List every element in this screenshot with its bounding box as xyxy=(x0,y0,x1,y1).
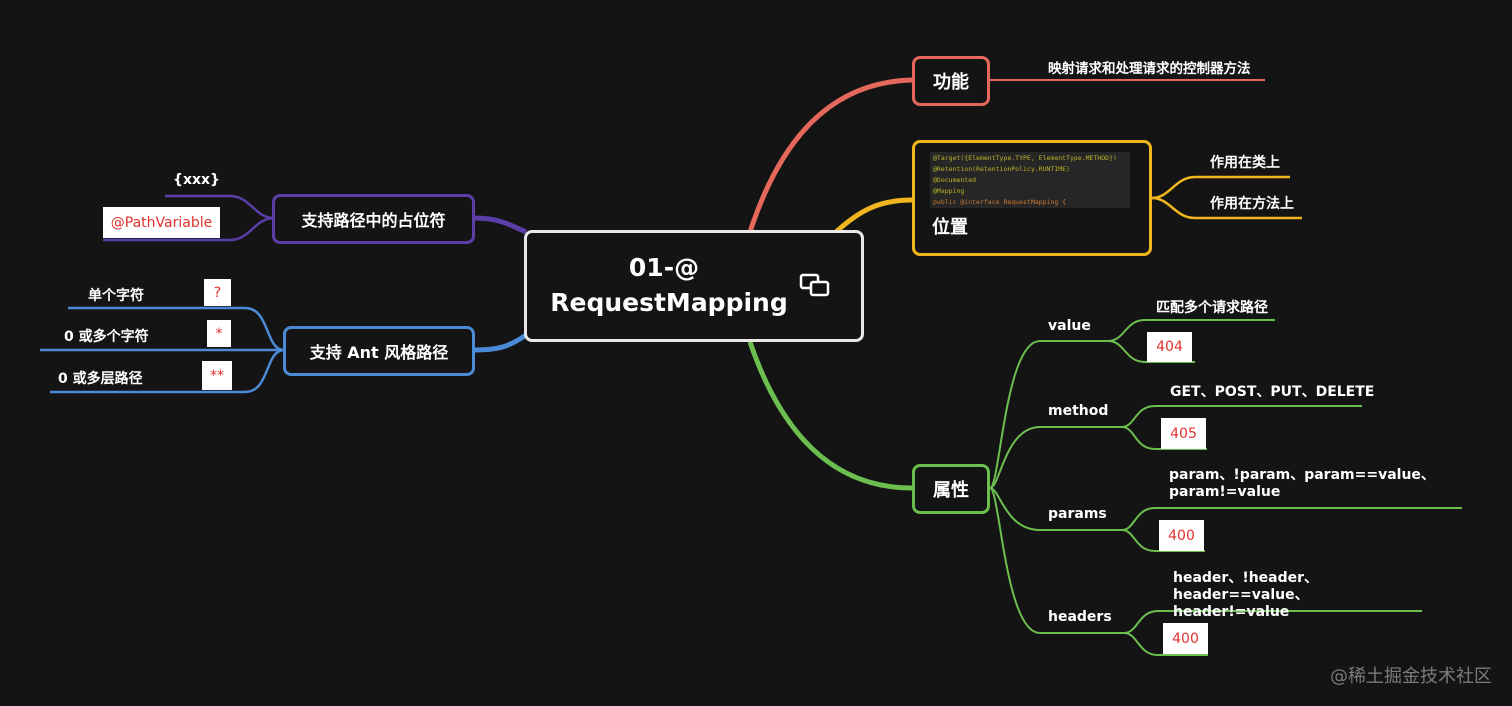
connector-position-left xyxy=(1151,175,1290,200)
ant-item-layers-symbol: ** xyxy=(202,361,232,390)
attr-params-name: params xyxy=(1048,506,1107,522)
placeholder-child-xxx: {xxx} xyxy=(173,172,221,188)
attr-value-desc: 匹配多个请求路径 xyxy=(1156,300,1268,316)
connector-attr-headers xyxy=(989,487,1124,634)
position-child-method: 作用在方法上 xyxy=(1210,196,1294,212)
attr-headers-desc: header、!header、header==value、header!=val… xyxy=(1173,570,1319,620)
connector-placeholder xyxy=(473,215,528,235)
placeholder-child-pathvariable: @PathVariable xyxy=(103,207,220,238)
attr-value-name: value xyxy=(1048,318,1091,334)
code-line-4: @Mapping xyxy=(933,187,965,195)
central-title-line2: RequestMapping xyxy=(550,288,788,317)
attr-method-name: method xyxy=(1048,403,1109,419)
attr-params-code: 400 xyxy=(1159,520,1204,551)
function-node[interactable]: 功能 xyxy=(912,56,990,106)
code-line-3: @Documented xyxy=(933,176,977,184)
ant-item-multi-symbol: * xyxy=(207,320,231,347)
ant-label: 支持 Ant 风格路径 xyxy=(309,343,449,362)
connector-attributes xyxy=(747,341,913,491)
attributes-label: 属性 xyxy=(933,480,969,501)
ant-item-multi-label: 0 或多个字符 xyxy=(64,329,149,345)
position-child-class: 作用在类上 xyxy=(1210,155,1280,171)
connector-position-right xyxy=(1151,196,1302,220)
ant-item-layers-label: 0 或多层路径 xyxy=(58,371,143,387)
watermark: @稀土掘金技术社区 xyxy=(1330,666,1492,687)
connector-position xyxy=(834,197,913,234)
copy-icon[interactable] xyxy=(799,272,831,298)
function-description: 映射请求和处理请求的控制器方法 xyxy=(1048,61,1251,77)
attr-headers-name: headers xyxy=(1048,609,1112,625)
central-topic[interactable]: 01-@ RequestMapping xyxy=(524,230,864,342)
attr-params-desc: param、!param、param==value、param!=value xyxy=(1169,467,1435,500)
attr-method-code: 405 xyxy=(1161,418,1206,449)
code-line-5: public @interface RequestMapping { xyxy=(933,198,1067,206)
connector-attr-params xyxy=(989,487,1122,531)
placeholder-label: 支持路径中的占位符 xyxy=(301,211,446,230)
connector-ant xyxy=(473,332,528,353)
position-label: 位置 xyxy=(932,217,968,238)
connector-function xyxy=(747,77,913,233)
ant-item-single-label: 单个字符 xyxy=(88,288,144,304)
ant-node[interactable]: 支持 Ant 风格路径 xyxy=(283,326,475,376)
connector-attr-method xyxy=(989,426,1122,489)
attributes-node[interactable]: 属性 xyxy=(912,464,990,514)
function-label: 功能 xyxy=(933,72,969,93)
attr-method-desc: GET、POST、PUT、DELETE xyxy=(1170,384,1375,400)
placeholder-node[interactable]: 支持路径中的占位符 xyxy=(272,194,475,244)
code-line-2: @Retention(RetentionPolicy.RUNTIME) xyxy=(933,165,1070,173)
ant-item-single-symbol: ? xyxy=(204,279,231,306)
code-line-1: @Target({ElementType.TYPE, ElementType.M… xyxy=(933,154,1117,162)
central-title-line1: 01-@ xyxy=(628,253,700,282)
connector-attr-value xyxy=(989,340,1108,489)
attr-value-code: 404 xyxy=(1147,332,1192,362)
code-snippet: @Target({ElementType.TYPE, ElementType.M… xyxy=(930,152,1130,208)
attr-headers-code: 400 xyxy=(1163,623,1208,654)
